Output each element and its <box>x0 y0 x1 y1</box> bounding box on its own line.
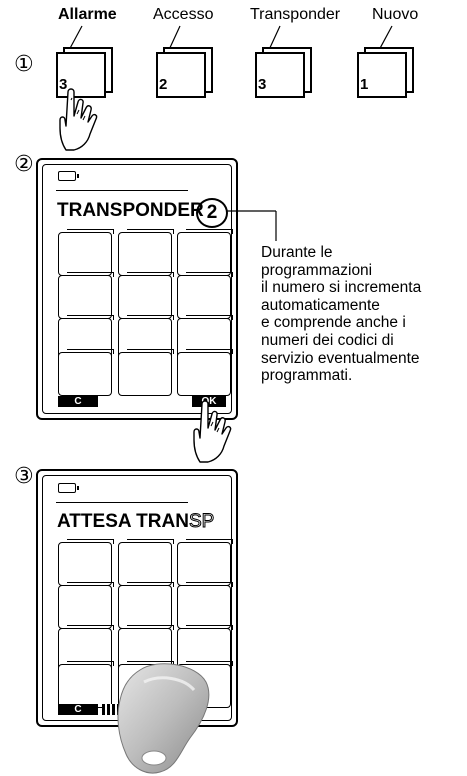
menu-label-nuovo: Nuovo <box>372 6 419 23</box>
keypad-button[interactable] <box>58 661 114 708</box>
battery-icon <box>58 171 79 181</box>
screen-title-attesa-text: ATTESA TRAN <box>57 511 189 532</box>
keypad-button[interactable] <box>177 582 233 629</box>
menu-label-transponder: Transponder <box>250 6 341 23</box>
keypad-button[interactable] <box>58 229 114 276</box>
keypad-button[interactable] <box>118 272 174 319</box>
menu-key-transponder-value: 3 <box>258 76 267 93</box>
cancel-softkey[interactable]: C <box>58 704 98 715</box>
hand-pointer-icon <box>59 88 98 151</box>
keypad-button[interactable] <box>177 539 233 586</box>
transponder-counter-description: Durante le programmazioni il numero si i… <box>261 244 422 385</box>
menu-key-accesso-value: 2 <box>159 76 168 93</box>
transponder-counter-value: 2 <box>206 202 218 223</box>
screen-title-attesa: ATTESA TRANSP <box>57 511 215 533</box>
hand-pointer-icon <box>193 400 232 463</box>
keypad-button[interactable] <box>177 349 233 396</box>
screen-title-attesa-cut: SP <box>188 511 215 533</box>
menu-label-allarme: Allarme <box>58 6 117 23</box>
menu-label-accesso: Accesso <box>153 6 214 23</box>
transponder-keyfob-icon <box>117 663 210 774</box>
screen-title-transponder: TRANSPONDER <box>57 200 204 221</box>
step-2-number: ② <box>14 152 34 177</box>
ok-softkey[interactable]: OK <box>192 396 226 407</box>
menu-key-allarme-value: 3 <box>59 76 68 93</box>
progress-bar-icon <box>102 704 124 715</box>
keypad-button[interactable] <box>177 229 233 276</box>
step-3-number: ③ <box>14 464 34 489</box>
cancel-softkey[interactable]: C <box>58 396 98 407</box>
keypad-button[interactable] <box>58 349 114 396</box>
callout-leader <box>226 210 277 241</box>
keypad-button[interactable] <box>58 582 114 629</box>
menu-key-nuovo-value: 1 <box>360 76 369 93</box>
transponder-counter: 2 <box>196 198 228 228</box>
battery-icon <box>58 483 79 493</box>
step-1-number: ① <box>14 52 34 77</box>
keypad-button[interactable] <box>118 582 174 629</box>
keypad-button[interactable] <box>58 272 114 319</box>
keypad-button[interactable] <box>58 539 114 586</box>
keypad-button[interactable] <box>118 229 174 276</box>
keypad-button[interactable] <box>118 349 174 396</box>
keypad-button[interactable] <box>118 539 174 586</box>
keypad-button[interactable] <box>177 272 233 319</box>
